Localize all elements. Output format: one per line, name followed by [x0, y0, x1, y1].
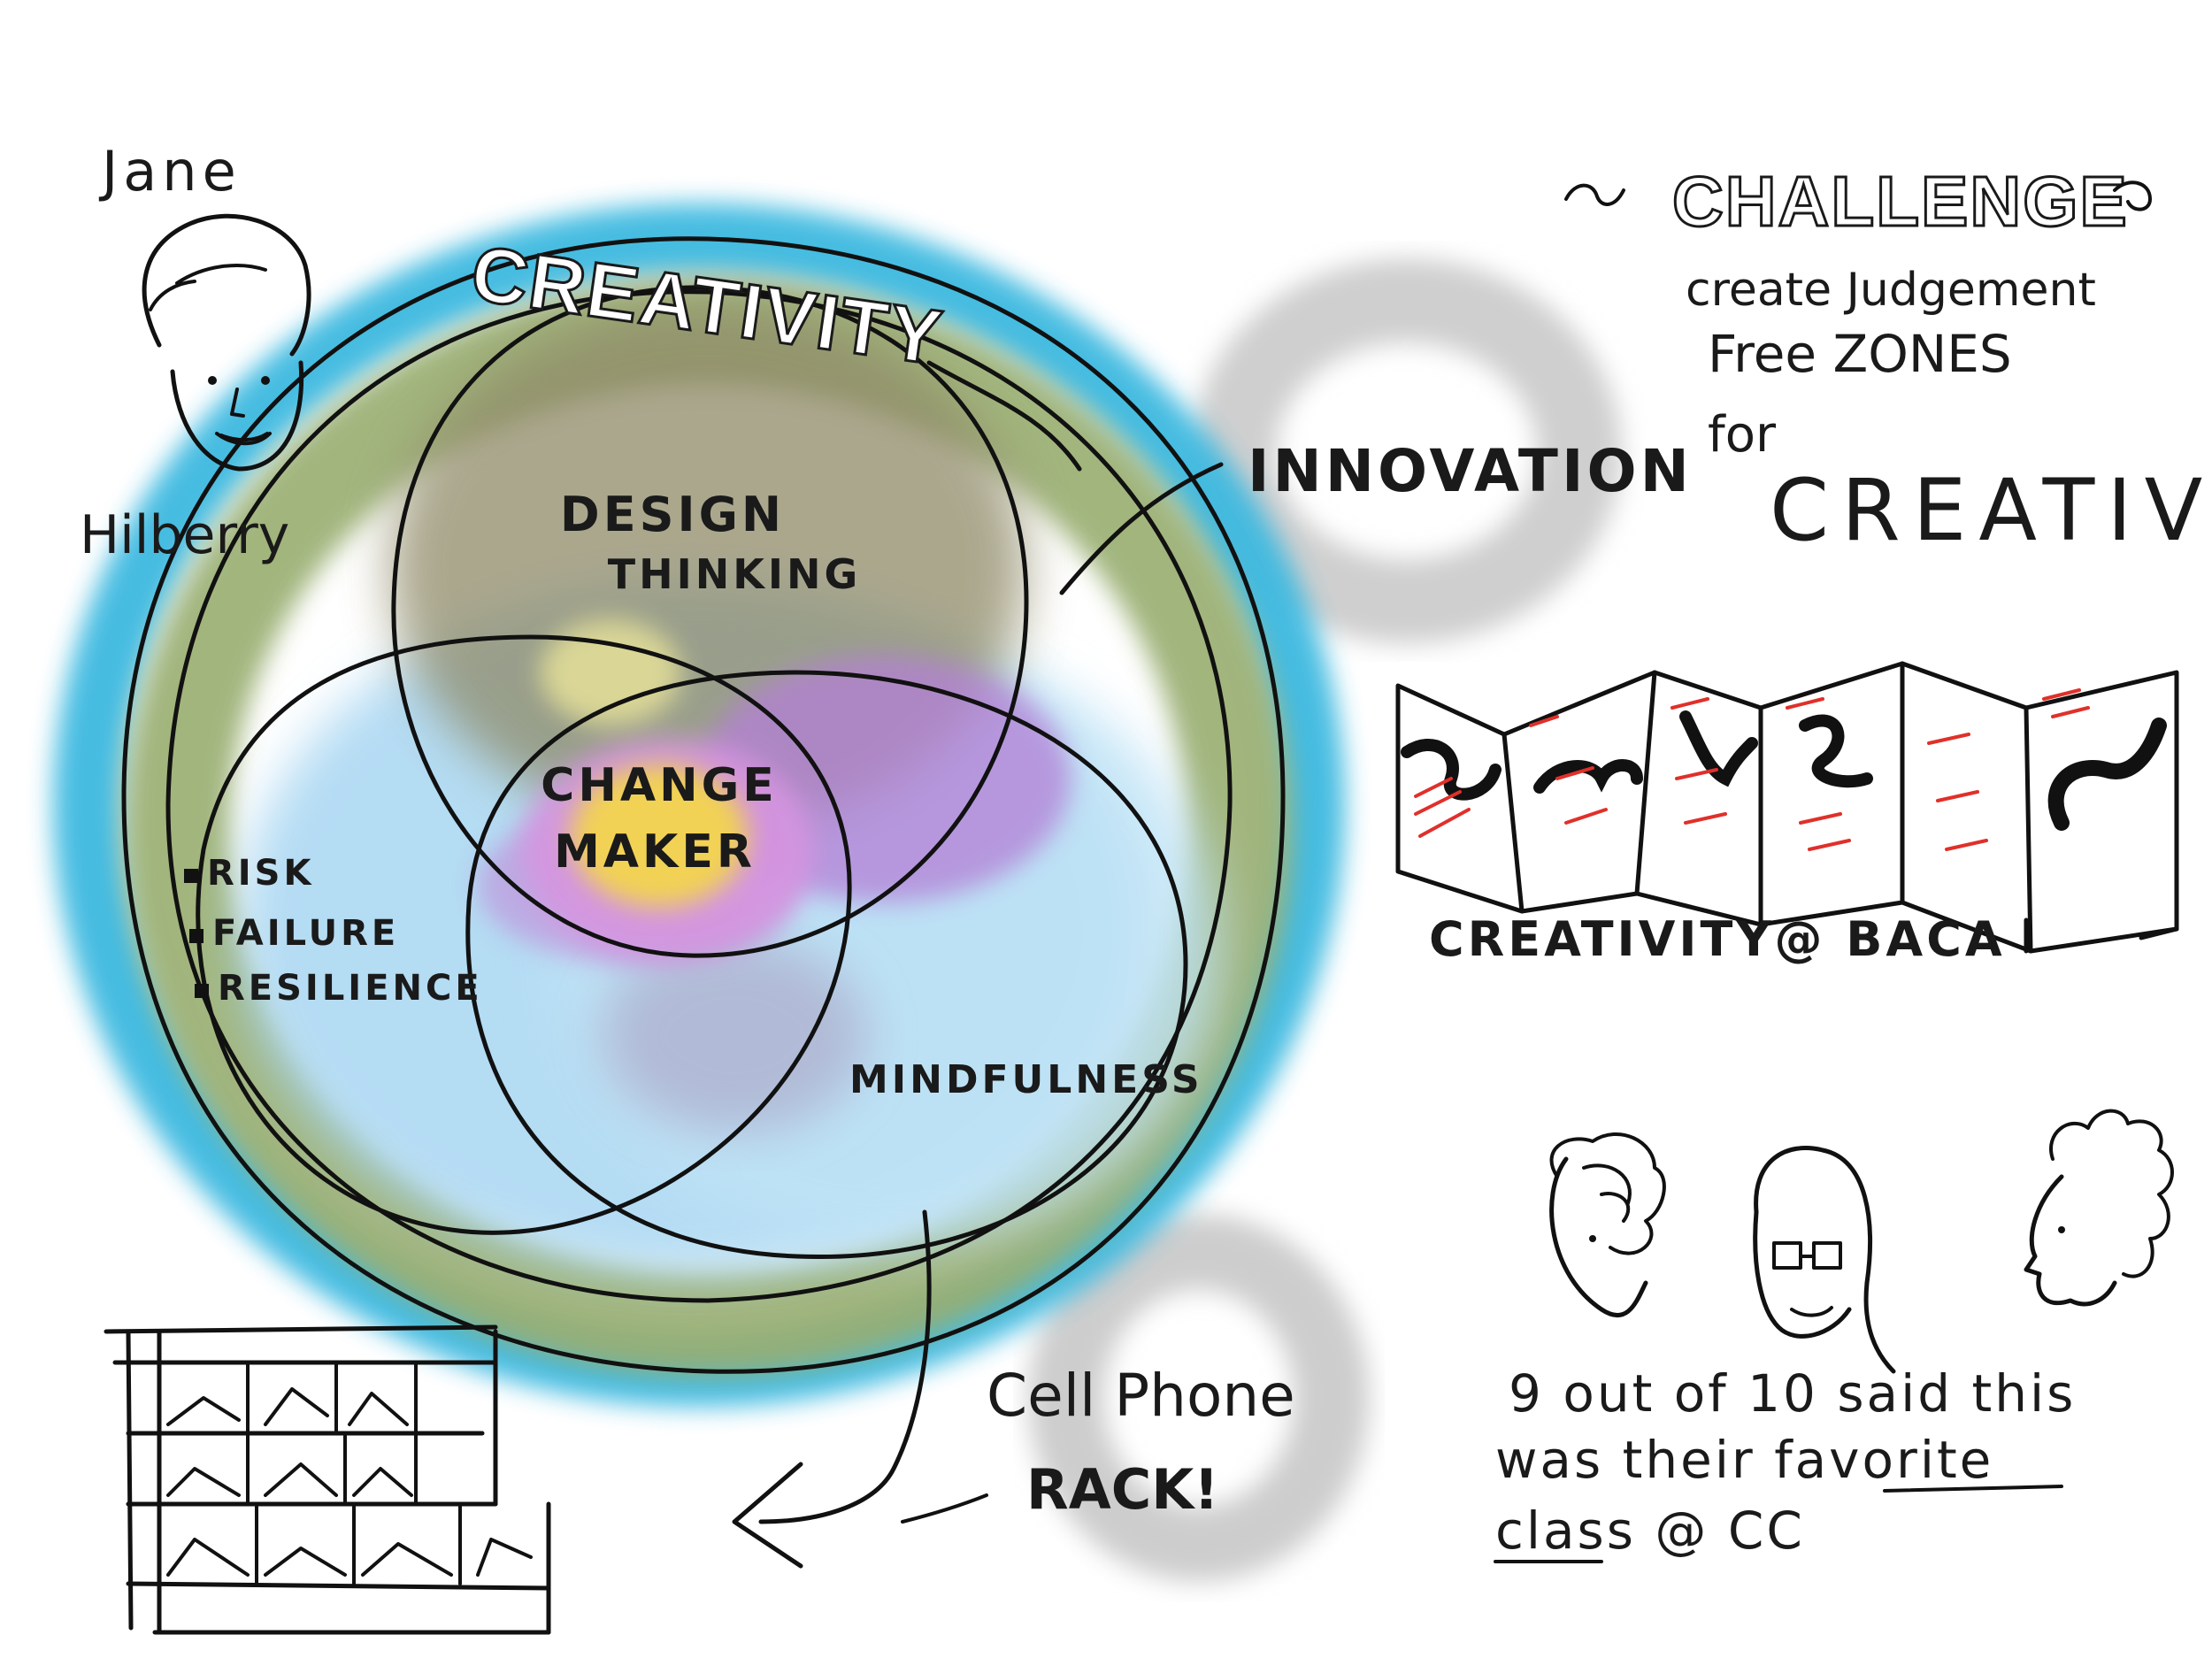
cell-phone-rack-label-line1: Cell Phone [987, 1362, 1295, 1430]
quote-line2: was their favorite [1495, 1430, 1993, 1490]
bullet-risk: RISK [207, 853, 315, 894]
bullet-marker [195, 984, 209, 998]
gray-circle-bottom [1028, 1214, 1370, 1582]
challenge-line1: create Judgement [1686, 264, 2096, 317]
design-thinking-label-line2: THINKING [608, 550, 862, 598]
student-face-1 [1549, 1132, 1666, 1317]
favorite-underline [1883, 1485, 2063, 1493]
accordion-booklet-drawing [1395, 661, 2179, 954]
quote-line3: class @ CC [1495, 1501, 1805, 1561]
innovation-label: INNOVATION [1248, 437, 1693, 505]
phone-rack-drawing [104, 1324, 551, 1635]
bullet-marker [184, 869, 198, 883]
student-face-3 [2024, 1109, 2174, 1307]
challenge-block: CHALLENGE create Judgement Free ZONES fo… [1564, 161, 2212, 560]
change-maker-label-line2: MAKER [554, 825, 756, 879]
person-first-name: Jane [98, 139, 242, 203]
gray-circle-top [1192, 258, 1622, 644]
student-face-2 [1753, 1146, 1896, 1374]
design-thinking-label-line1: DESIGN [560, 487, 785, 542]
venn-diagram [53, 203, 1345, 1407]
bullet-resilience: RESILIENCE [218, 968, 483, 1009]
person-last-name: Hilberry [80, 504, 289, 566]
change-maker-label-line1: CHANGE [541, 759, 778, 812]
bullet-list: RISK FAILURE RESILIENCE [184, 853, 483, 1009]
jane-portrait [142, 213, 311, 472]
mindfulness-label: MINDFULNESS [849, 1057, 1203, 1102]
challenge-big-word: CREATIVITY [1770, 461, 2212, 560]
bullet-marker [189, 929, 204, 943]
bullet-failure: FAILURE [212, 913, 399, 954]
challenge-line2: Free ZONES [1708, 324, 2012, 384]
challenge-title: CHALLENGE [1672, 162, 2129, 241]
challenge-line3: for [1708, 406, 1777, 464]
cell-phone-rack-label-line2: RACK! [1026, 1457, 1219, 1522]
booklet-caption: CREATIVITY@ BACA [1429, 911, 2006, 967]
quote-line1: 9 out of 10 said this [1509, 1363, 2076, 1424]
